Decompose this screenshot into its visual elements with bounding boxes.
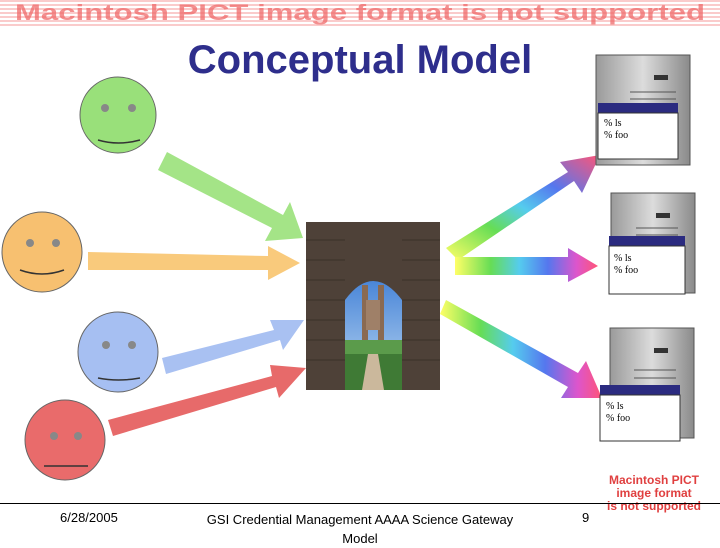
server-1 <box>595 54 691 166</box>
green-user-face <box>79 76 157 154</box>
red-arrow <box>108 365 306 436</box>
terminal-line: % foo <box>606 413 631 424</box>
blue-arrow <box>162 320 304 374</box>
slide-title: Conceptual Model <box>187 38 533 82</box>
green-arrow <box>158 152 303 241</box>
server-2-terminal: % ls % foo <box>614 253 638 277</box>
cathedral-archway-photo <box>306 222 440 390</box>
red-user-face <box>24 399 106 481</box>
terminal-line: % ls <box>604 118 622 129</box>
footer-divider <box>0 503 720 504</box>
rainbow-arrow-lower <box>440 300 602 398</box>
pict-notice-line: is not supported <box>607 499 701 513</box>
page-number: 9 <box>582 510 590 525</box>
rainbow-arrow-middle <box>455 248 598 282</box>
server-3-terminal: % ls % foo <box>606 401 630 425</box>
orange-user-face <box>1 211 83 293</box>
blue-user-face <box>77 311 159 393</box>
svg-text:Macintosh PICT image format is: Macintosh PICT image format is not suppo… <box>15 0 705 25</box>
pict-placeholder-banner: Macintosh PICT image format is not suppo… <box>0 0 720 28</box>
terminal-line: % ls <box>614 253 632 264</box>
pict-unsupported-notice: Macintosh PICT image format is not suppo… <box>598 474 710 513</box>
terminal-line: % foo <box>614 265 639 276</box>
footer-date: 6/28/2005 <box>60 510 118 525</box>
server-2 <box>608 192 696 295</box>
footer-title: GSI Credential Management AAAA Science G… <box>206 512 514 546</box>
pict-notice-line: image format <box>616 486 692 500</box>
server-3 <box>599 327 695 442</box>
orange-arrow <box>88 246 300 280</box>
server-1-terminal: % ls % foo <box>604 118 628 142</box>
rainbow-arrow-upper <box>446 155 600 260</box>
pict-notice-line: Macintosh PICT <box>608 473 699 487</box>
terminal-line: % ls <box>606 401 624 412</box>
terminal-line: % foo <box>604 130 629 141</box>
